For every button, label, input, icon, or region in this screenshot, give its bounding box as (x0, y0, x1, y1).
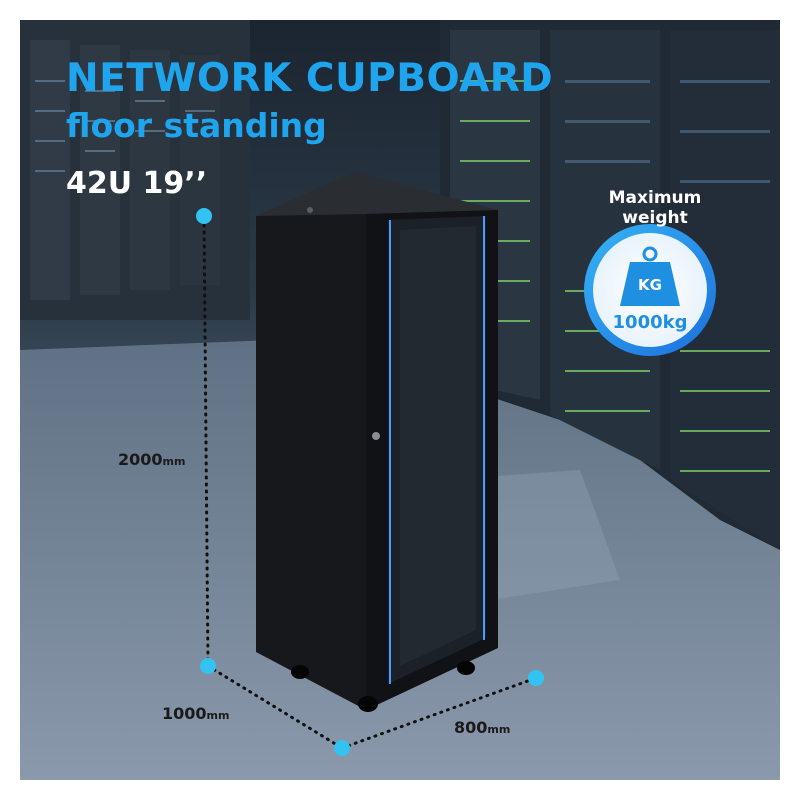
width-value: 800 (454, 718, 488, 737)
weight-icon-text: KG (638, 276, 662, 294)
dimension-markers (196, 208, 544, 756)
network-cabinet (256, 172, 498, 712)
width-dimension: 800mm (454, 718, 510, 740)
height-unit: mm (162, 455, 186, 468)
max-weight-value: 1000kg (612, 312, 688, 333)
dimension-lines (202, 216, 538, 750)
product-photo-frame: NETWORK CUPBOARD floor standing 42U 19’’… (20, 20, 780, 780)
rack-size-label: 42U 19’’ (66, 166, 208, 201)
lock-handle (372, 432, 380, 440)
weight-icon (620, 246, 680, 306)
height-dimension: 2000mm (118, 450, 185, 472)
cabinet-top (256, 172, 498, 216)
cabinet-side (256, 214, 366, 710)
width-unit: mm (487, 723, 511, 736)
max-weight-badge (584, 224, 716, 356)
max-weight-label: Maximum weight (608, 188, 702, 228)
server-room-scene (20, 20, 780, 780)
depth-dimension: 1000mm (162, 704, 229, 726)
background-racks-left (20, 20, 250, 320)
height-value: 2000 (118, 450, 163, 469)
wheel (457, 661, 475, 675)
product-title: NETWORK CUPBOARD (66, 56, 554, 101)
wheel (291, 665, 309, 679)
depth-value: 1000 (162, 704, 207, 723)
depth-unit: mm (206, 709, 230, 722)
product-subtitle: floor standing (66, 106, 327, 145)
wheel (358, 696, 378, 712)
